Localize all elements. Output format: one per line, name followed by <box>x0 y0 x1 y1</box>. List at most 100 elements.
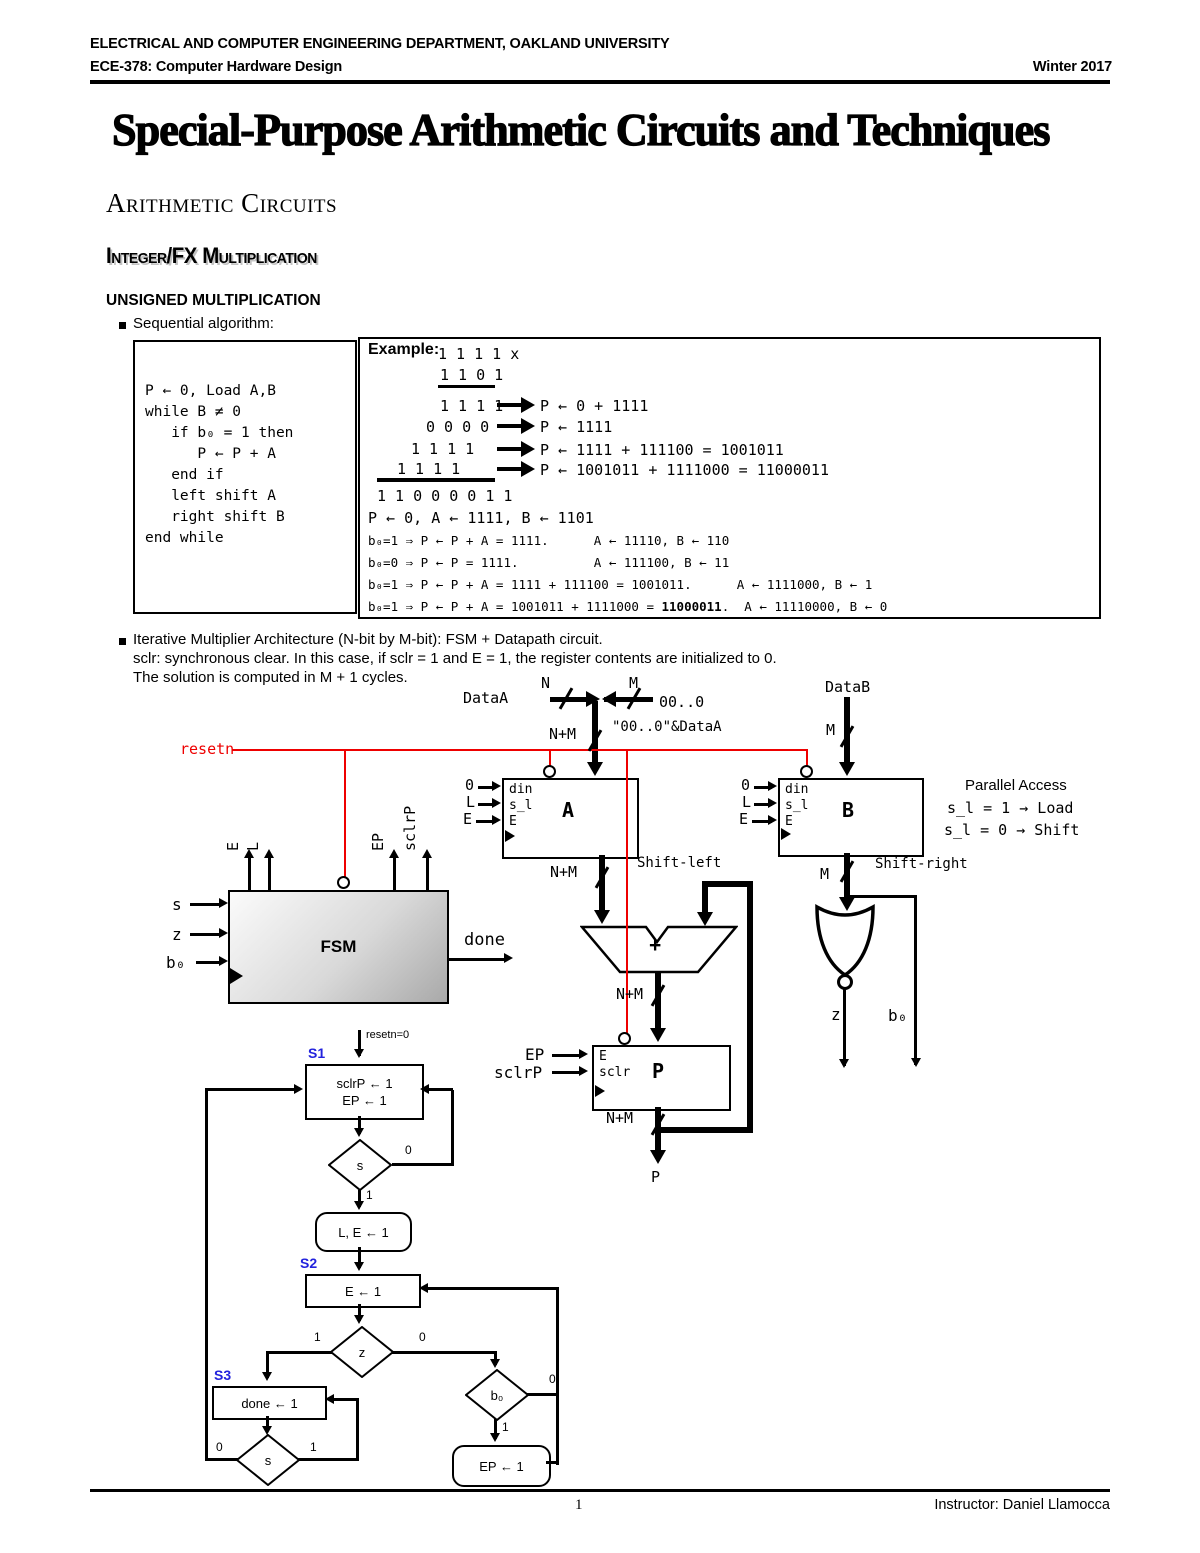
header-rule <box>90 80 1110 84</box>
arrowhead-icon <box>354 1201 364 1210</box>
wire <box>747 884 753 1133</box>
diamond-icon <box>235 1433 301 1487</box>
partial-product-3: 1 1 1 1 <box>411 440 475 458</box>
arrowhead-icon <box>492 798 501 808</box>
decision-label: z <box>358 1344 366 1360</box>
trace-step-4: b₀=1 ⇒ P ← P + A = 1001011 + 1111000 = 1… <box>368 599 887 614</box>
wire <box>356 1398 359 1461</box>
label: resetn <box>180 740 235 758</box>
label: 0 <box>419 1330 426 1344</box>
label: 0 <box>465 776 475 794</box>
wire <box>494 1351 497 1365</box>
arrowhead-icon <box>490 1359 500 1368</box>
wire <box>497 424 523 428</box>
arrowhead-icon <box>579 1066 588 1076</box>
asm-s2-action: E ← 1 <box>344 1283 382 1299</box>
wire <box>552 1071 582 1074</box>
arrowhead-icon <box>262 1426 272 1435</box>
label: EP <box>525 1045 545 1064</box>
label: b₀ <box>888 1006 908 1025</box>
arrowhead-icon <box>579 1049 588 1059</box>
asm-state-box-s2: E ← 1 <box>305 1274 421 1308</box>
wire <box>205 1088 208 1461</box>
wire <box>552 1054 582 1057</box>
header-course: ECE-378: Computer Hardware Design <box>90 59 343 75</box>
wire <box>604 697 653 702</box>
step-note-1: P ← 0 + 1111 <box>540 397 649 415</box>
arrowhead-icon <box>594 910 610 924</box>
label: S3 <box>214 1367 232 1383</box>
label: N+M <box>606 1109 634 1127</box>
label: N+M <box>616 985 644 1003</box>
arrowhead-icon <box>521 418 535 434</box>
wire <box>190 933 222 936</box>
label: S2 <box>300 1255 318 1271</box>
bullet-icon <box>119 638 126 645</box>
label: 0 <box>741 776 751 794</box>
label: resetn=0 <box>366 1029 410 1041</box>
wire <box>843 988 846 1066</box>
fsm-label: FSM <box>320 937 357 956</box>
diamond-icon <box>327 1138 393 1192</box>
partial-product-1: 1 1 1 1 <box>440 397 504 415</box>
algorithm-box <box>133 340 357 614</box>
header-department: ELECTRICAL AND COMPUTER ENGINEERING DEPA… <box>90 36 670 52</box>
wire <box>393 858 396 890</box>
arrowhead-icon <box>219 928 228 938</box>
arrowhead-icon <box>264 849 274 858</box>
header-term: Winter 2017 <box>1032 59 1112 75</box>
polygon <box>329 1325 395 1379</box>
wire <box>844 853 850 905</box>
arrowhead-icon <box>839 897 855 911</box>
register-P: E sclr P <box>592 1045 731 1111</box>
footer-rule <box>90 1489 1110 1492</box>
wire <box>358 1030 361 1056</box>
diamond-icon <box>464 1368 530 1422</box>
wire <box>190 903 222 906</box>
asm-decision-b0: b₀ <box>464 1368 530 1422</box>
label: EP <box>369 832 387 851</box>
label: 0 <box>549 1372 556 1386</box>
port-e: E <box>509 814 517 829</box>
wire <box>248 858 251 890</box>
label: 1 <box>310 1440 317 1454</box>
arrowhead-icon <box>219 898 228 908</box>
wire <box>527 1393 559 1396</box>
arrowhead-icon <box>389 849 399 858</box>
arrowhead-icon <box>839 762 855 776</box>
wire <box>297 1458 359 1461</box>
label: E <box>463 810 473 828</box>
step-note-3: P ← 1111 + 111100 = 1001011 <box>540 441 784 459</box>
label: L <box>466 793 476 811</box>
arrowhead-icon <box>490 1433 500 1442</box>
inverter-bubble-icon <box>543 765 556 778</box>
wire <box>550 697 594 702</box>
nor-gate-icon <box>815 903 875 990</box>
arrowhead-icon <box>420 1084 429 1094</box>
port-din: din <box>785 782 809 797</box>
arrowhead-icon <box>911 1058 921 1067</box>
asm-decision-z: z <box>329 1325 395 1379</box>
wire <box>754 803 772 806</box>
label: DataA <box>463 689 509 707</box>
trace-step-1: b₀=1 ⇒ P ← P + A = 1111. A ← 11110, B ← … <box>368 533 730 548</box>
example-label: Example: <box>368 341 440 358</box>
sum-rule <box>377 478 495 482</box>
wire <box>702 881 753 887</box>
arrowhead-icon <box>294 1084 303 1094</box>
decision-label: s <box>356 1157 364 1173</box>
adder <box>580 925 738 974</box>
label: 00..0 <box>659 693 705 711</box>
algorithm-pseudocode: P ← 0, Load A,B while B ≠ 0 if b₀ = 1 th… <box>145 383 294 546</box>
wire <box>268 858 271 890</box>
label: 1 <box>502 1420 509 1434</box>
wire <box>358 1247 361 1268</box>
decision-label: b₀ <box>490 1387 504 1403</box>
label: sclrP <box>494 1063 543 1082</box>
arrowhead-icon <box>504 953 513 963</box>
asm-ep-action: EP ← 1 <box>479 1458 524 1474</box>
label: Shift-right <box>875 856 968 872</box>
wire <box>428 1287 559 1290</box>
wire <box>207 1088 295 1091</box>
